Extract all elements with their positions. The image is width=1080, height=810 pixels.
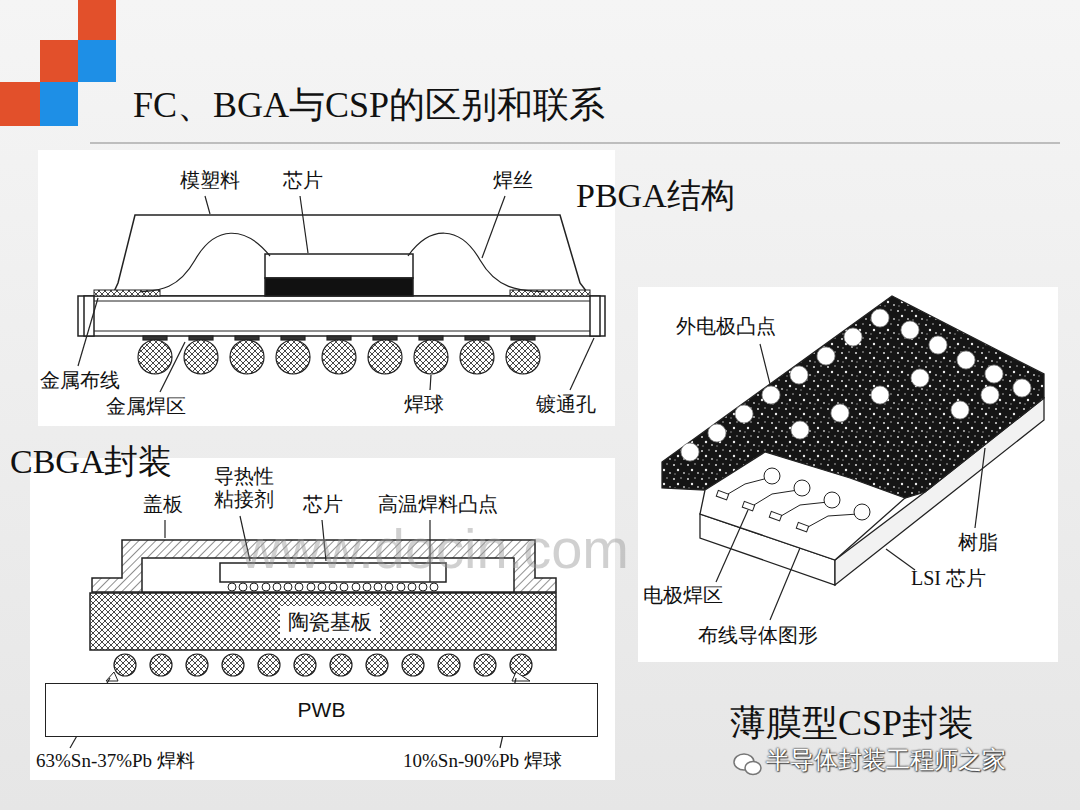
wechat-icon [734, 754, 761, 775]
part-label: LSI 芯片 [911, 566, 986, 590]
part-label: 金属布线 [40, 368, 120, 392]
slide-title: FC、BGA与CSP的区别和联系 [133, 84, 605, 127]
material-label: 63%Sn-37%Pb 焊料 [36, 750, 195, 773]
part-label: 模塑料 [180, 168, 240, 192]
panel [638, 287, 1058, 662]
node-text: PWB [298, 698, 346, 722]
part-label: 电极焊区 [643, 583, 723, 607]
panel-title: PBGA结构 [576, 176, 735, 217]
leader-lines [78, 196, 594, 392]
part-label: 布线导体图形 [698, 623, 818, 647]
pbga-drawing [78, 215, 605, 374]
part-label: 导热性 粘接剂 [214, 465, 278, 511]
node-text: 陶瓷基板 [288, 610, 372, 634]
part-label: 外电极凸点 [676, 314, 776, 338]
panel-title: CBGA封装 [10, 442, 172, 483]
leader-lines [716, 344, 985, 620]
part-label: 金属焊区 [106, 394, 186, 418]
part-label: 芯片 [303, 492, 343, 516]
csp-drawing [662, 296, 1044, 585]
part-label: 高温焊料凸点 [378, 492, 498, 516]
part-label: 焊丝 [493, 168, 533, 192]
watermark: www.docin.com [240, 515, 629, 582]
part-label: 盖板 [143, 492, 183, 516]
material-label: 10%Sn-90%Pb 焊球 [403, 750, 562, 773]
corner-decoration [0, 0, 116, 126]
pwb-board: PWB [45, 683, 598, 737]
panel-title: 薄膜型CSP封装 [730, 702, 974, 745]
part-label: 芯片 [283, 168, 323, 192]
source-credit: 半导体封装工程师之家 [766, 746, 1006, 775]
title-rule [90, 142, 1060, 144]
substrate-label-patch: 陶瓷基板 [280, 606, 380, 638]
part-label: 树脂 [958, 530, 998, 554]
part-label: 镀通孔 [536, 392, 596, 416]
part-label: 焊球 [404, 392, 444, 416]
panel [30, 458, 615, 780]
panel [38, 150, 615, 426]
